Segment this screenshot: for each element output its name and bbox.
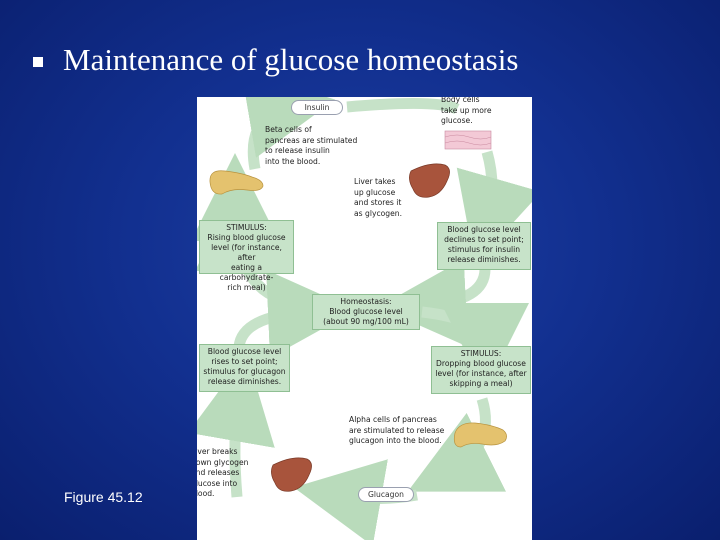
alpha-cells-note: Alpha cells of pancreas are stimulated t… xyxy=(349,415,445,445)
declines-box: Blood glucose level declines to set poin… xyxy=(437,222,531,270)
pancreas-icon-top xyxy=(209,170,264,195)
pancreas-icon-bottom xyxy=(453,422,507,448)
liver-icon-top xyxy=(409,163,450,198)
arrow-top-right xyxy=(346,97,460,115)
liver-breaks-note: Liver breaks down glycogen and releases … xyxy=(197,447,249,498)
homeostasis-box: Homeostasis: Blood glucose level (about … xyxy=(312,294,420,330)
arrow-left-to-homeostasis xyxy=(233,269,356,358)
liver-icon-bottom xyxy=(271,457,312,492)
bullet-marker xyxy=(33,57,43,67)
rises-box: Blood glucose level rises to set point; … xyxy=(199,344,290,392)
slide-title: Maintenance of glucose homeostasis xyxy=(63,42,519,77)
glucagon-label: Glucagon xyxy=(358,487,414,502)
figure-label: Figure 45.12 xyxy=(64,489,143,505)
stimulus-rising-box: STIMULUS: Rising blood glucose level (fo… xyxy=(199,220,294,292)
arrow-right-to-homeostasis xyxy=(378,258,491,347)
insulin-label: Insulin xyxy=(291,100,343,115)
diagram-graphics xyxy=(197,97,532,540)
arrow-homeostasis-to-right xyxy=(421,302,529,391)
beta-cells-note: Beta cells of pancreas are stimulated to… xyxy=(265,125,358,166)
body-cells-note: Body cells take up more glucose. xyxy=(441,97,492,125)
stimulus-dropping-box: STIMULUS: Dropping blood glucose level (… xyxy=(431,346,531,394)
arrow-bottom-left xyxy=(197,353,275,498)
body-cells-icon xyxy=(444,130,492,150)
liver-takes-note: Liver takes up glucose and stores it as … xyxy=(354,177,402,218)
homeostasis-diagram: Insulin Body cells take up more glucose.… xyxy=(197,97,532,540)
arrow-right-down xyxy=(456,150,532,265)
